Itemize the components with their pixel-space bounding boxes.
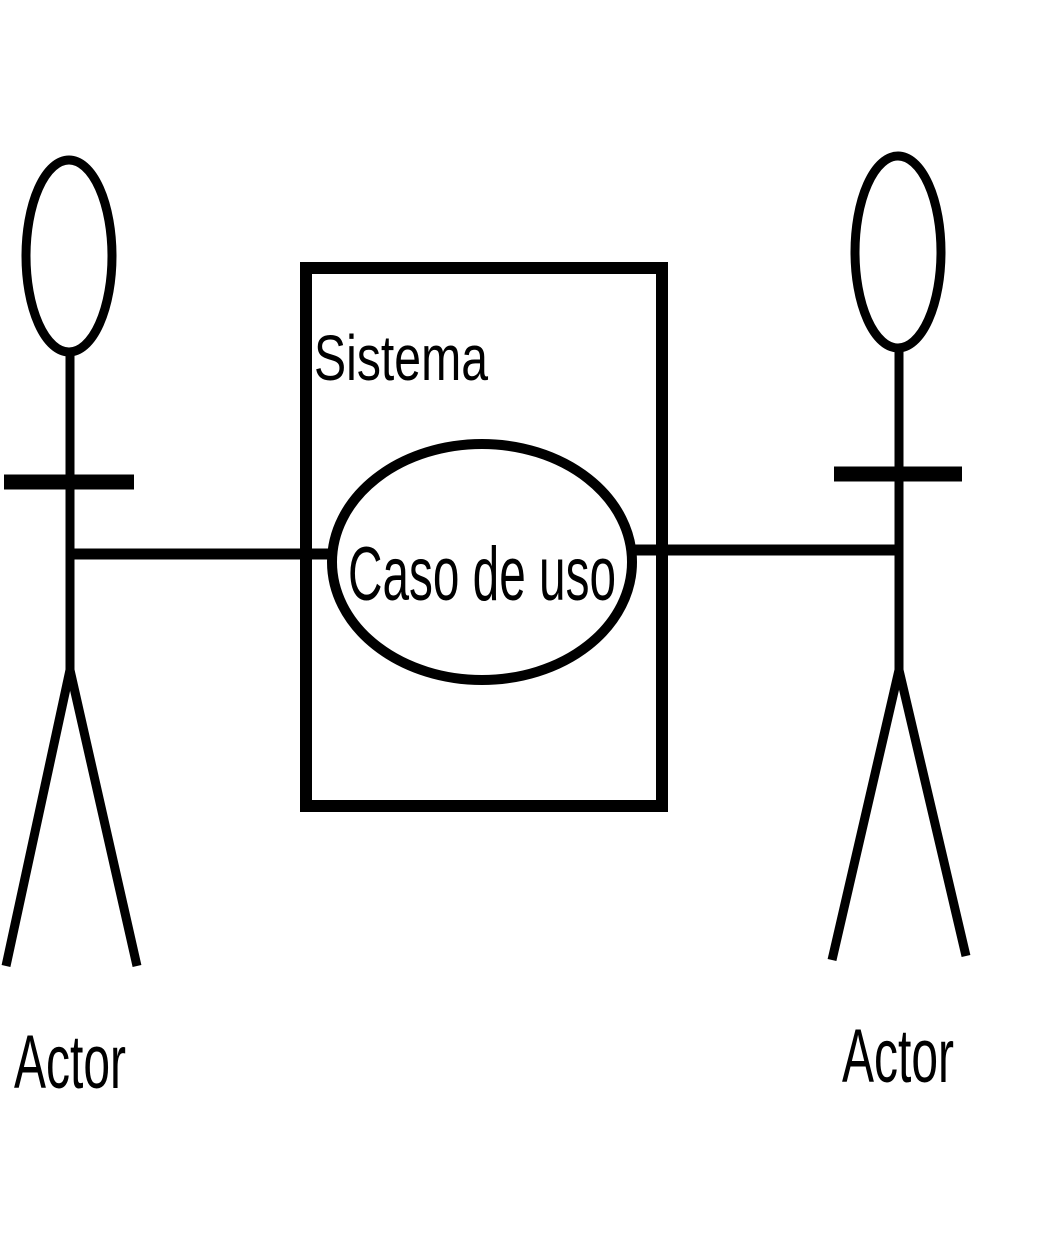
actor-right-leg-left bbox=[827, 668, 904, 962]
actor-right bbox=[827, 151, 971, 962]
actor-left-leg-right bbox=[65, 669, 142, 967]
actor-right-label: Actor bbox=[842, 1014, 954, 1099]
actor-left bbox=[1, 155, 142, 967]
use-case-ellipse bbox=[327, 439, 637, 685]
actor-left-head bbox=[21, 155, 117, 357]
actor-right-head bbox=[850, 151, 946, 353]
actor-left-label: Actor bbox=[14, 1020, 126, 1105]
system-label: Sistema bbox=[314, 322, 488, 394]
actor-right-leg-right bbox=[894, 668, 971, 958]
use-case-label: Caso de uso bbox=[348, 532, 616, 617]
actor-left-leg-left bbox=[1, 669, 75, 967]
system-boundary bbox=[300, 262, 668, 812]
